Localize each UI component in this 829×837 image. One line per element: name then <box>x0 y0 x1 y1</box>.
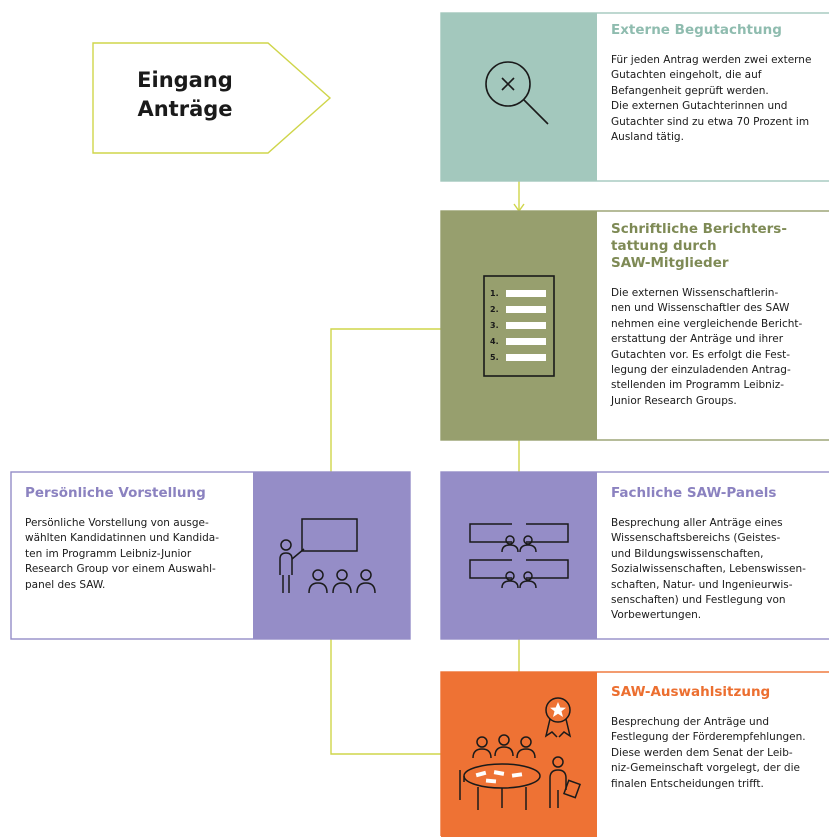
externe-text: Für jeden Antrag werden zwei externe Gut… <box>611 54 812 144</box>
fachlich-text: Besprechung aller Anträge eines Wissensc… <box>611 517 806 622</box>
auswahl-text: Besprechung der Anträge und Festlegung d… <box>611 716 806 790</box>
externe-icon-box <box>441 13 597 181</box>
schriftlich-icon-box: 1. 2. 3. 4. 5. <box>441 211 597 440</box>
fachlich-title: Fachliche SAW-Panels <box>611 485 777 501</box>
entry-arrow-shape <box>92 42 332 154</box>
list-number: 1. <box>490 289 499 298</box>
persoenlich-text-card: Persönliche Vorstellung Persönliche Vors… <box>25 485 245 594</box>
schriftlich-text: Die externen Wissenschaftlerin- nen und … <box>611 287 803 407</box>
persoenlich-icon-box <box>253 472 410 639</box>
connector-schriftlich-persoenlich <box>330 328 441 472</box>
list-number: 4. <box>490 337 499 346</box>
auswahl-text-card: SAW-Auswahlsitzung Besprechung der Anträ… <box>611 684 825 793</box>
persoenlich-title: Persönliche Vorstellung <box>25 485 206 501</box>
externe-title: Externe Begutachtung <box>611 22 782 38</box>
schriftlich-text-card: Schriftliche Berichters- tattung durch S… <box>611 221 825 410</box>
auswahl-title: SAW-Auswahlsitzung <box>611 684 771 700</box>
entry-line1: Eingang <box>137 68 233 92</box>
connector-persoenlich-auswahl <box>330 639 441 755</box>
schriftlich-title: Schriftliche Berichters- tattung durch S… <box>611 221 787 271</box>
externe-text-card: Externe Begutachtung Für jeden Antrag we… <box>611 22 823 146</box>
panel-meeting-icon <box>469 522 569 588</box>
presentation-icon <box>278 517 376 593</box>
award-meeting-icon <box>459 696 581 810</box>
persoenlich-outline <box>10 471 411 640</box>
entry-label: Eingang Anträge <box>120 66 250 124</box>
list-number: 5. <box>490 353 499 362</box>
persoenlich-text: Persönliche Vorstellung von ausge- wählt… <box>25 517 220 591</box>
fachlich-text-card: Fachliche SAW-Panels Besprechung aller A… <box>611 485 825 624</box>
fachlich-icon-box <box>441 472 597 639</box>
entry-line2: Anträge <box>137 97 233 121</box>
magnifier-icon <box>485 61 549 125</box>
list-number: 3. <box>490 321 499 330</box>
auswahl-icon-box <box>441 672 597 837</box>
list-number: 2. <box>490 305 499 314</box>
numbered-list-icon: 1. 2. 3. 4. 5. <box>483 274 555 377</box>
